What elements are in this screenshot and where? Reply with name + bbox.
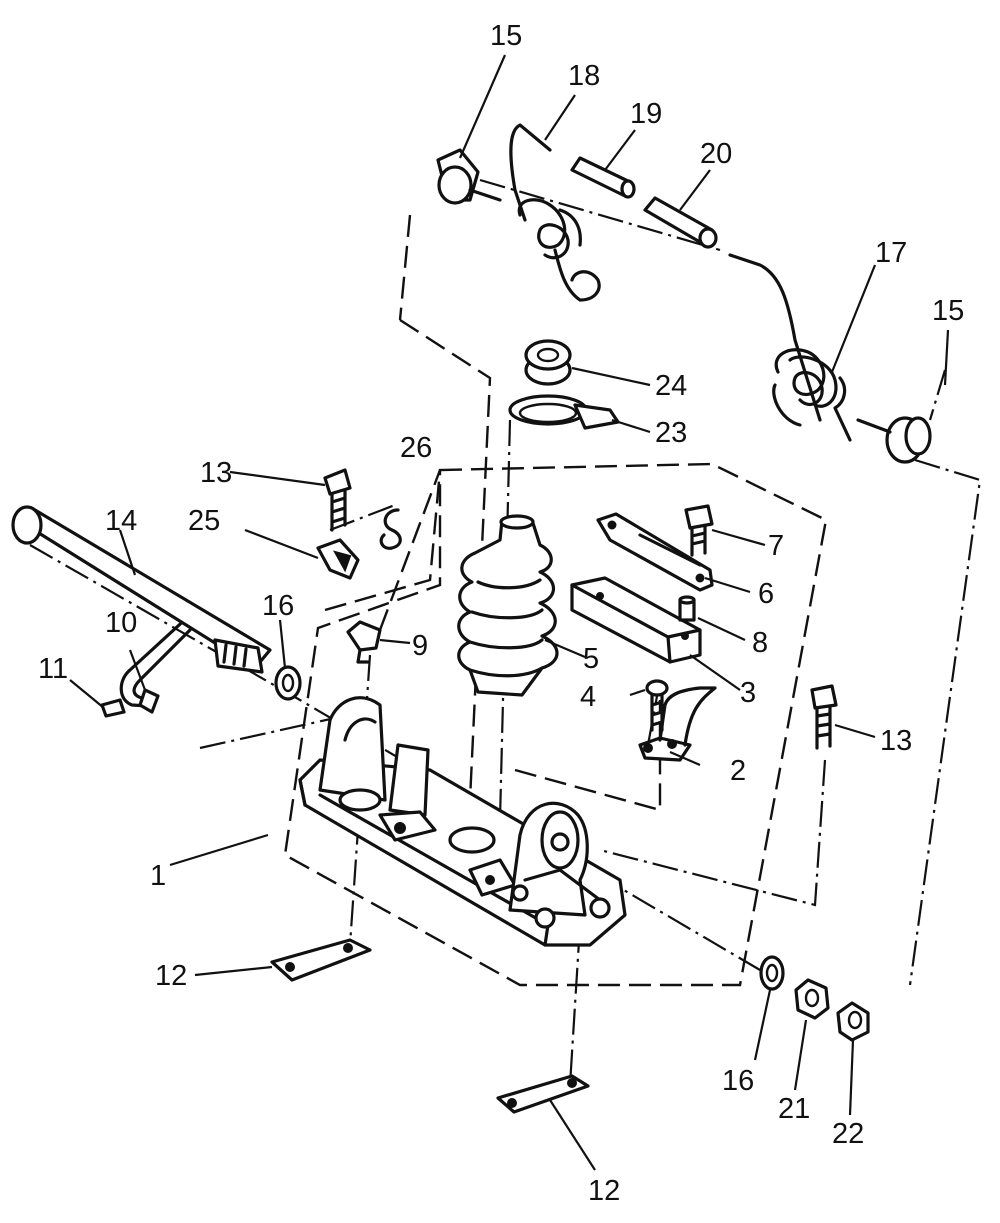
block-part — [570, 576, 702, 664]
u-link — [119, 613, 192, 714]
label-5: 5 — [583, 643, 599, 675]
label-1: 1 — [150, 860, 166, 892]
plate-12-bottom — [496, 1074, 590, 1114]
washer-16-left — [274, 665, 302, 701]
label-24: 24 — [655, 370, 687, 402]
label-18: 18 — [568, 60, 600, 92]
nut-22 — [836, 1001, 870, 1042]
bolt-13-upper — [323, 468, 352, 532]
spring-plate — [596, 512, 714, 592]
label-4: 4 — [580, 681, 596, 713]
bushing-15-right — [856, 416, 932, 464]
label-9: 9 — [412, 630, 428, 662]
spring-clip-26 — [379, 508, 402, 550]
label-10: 10 — [105, 607, 137, 639]
label-16b: 16 — [722, 1065, 754, 1097]
label-15a: 15 — [490, 20, 522, 52]
label-25: 25 — [188, 505, 220, 537]
small-pin-11 — [100, 698, 126, 718]
label-20: 20 — [700, 138, 732, 170]
shaft-14 — [11, 505, 272, 674]
label-12a: 12 — [155, 960, 187, 992]
label-22: 22 — [832, 1118, 864, 1150]
label-13a: 13 — [200, 457, 232, 489]
clip-25 — [316, 538, 360, 580]
label-11: 11 — [38, 653, 68, 685]
washer-16-right — [759, 955, 785, 991]
clip-9 — [346, 620, 382, 664]
sleeve-19 — [570, 156, 636, 199]
label-14: 14 — [105, 505, 137, 537]
label-23: 23 — [655, 417, 687, 449]
screw-4 — [645, 679, 669, 732]
label-8: 8 — [752, 627, 768, 659]
label-12b: 12 — [588, 1175, 620, 1207]
bolt-13-right — [810, 684, 838, 750]
pin-8 — [678, 595, 696, 622]
label-21: 21 — [778, 1093, 810, 1125]
label-26: 26 — [400, 432, 432, 464]
callout-labels: 1 2 3 4 5 6 7 8 9 10 11 12 12 13 13 14 1… — [38, 20, 964, 1207]
label-6: 6 — [758, 578, 774, 610]
bushing-15-left — [436, 148, 502, 205]
label-13b: 13 — [880, 725, 912, 757]
bolt-7 — [684, 504, 714, 557]
label-16a: 16 — [262, 590, 294, 622]
label-3: 3 — [740, 677, 756, 709]
nut-21 — [794, 978, 830, 1020]
label-7: 7 — [768, 530, 784, 562]
label-19: 19 — [630, 98, 662, 130]
cap-24 — [524, 339, 572, 386]
bellows-boot — [457, 514, 559, 697]
sleeve-20 — [643, 196, 718, 249]
torsion-spring-right — [728, 253, 852, 442]
label-15b: 15 — [932, 295, 964, 327]
label-17: 17 — [875, 237, 907, 269]
hose-clamp — [508, 394, 620, 430]
label-2: 2 — [730, 755, 746, 787]
plate-12-left — [270, 938, 372, 982]
base-bracket — [298, 696, 627, 947]
leader-lines — [69, 54, 950, 1171]
torsion-spring-left — [509, 123, 601, 302]
